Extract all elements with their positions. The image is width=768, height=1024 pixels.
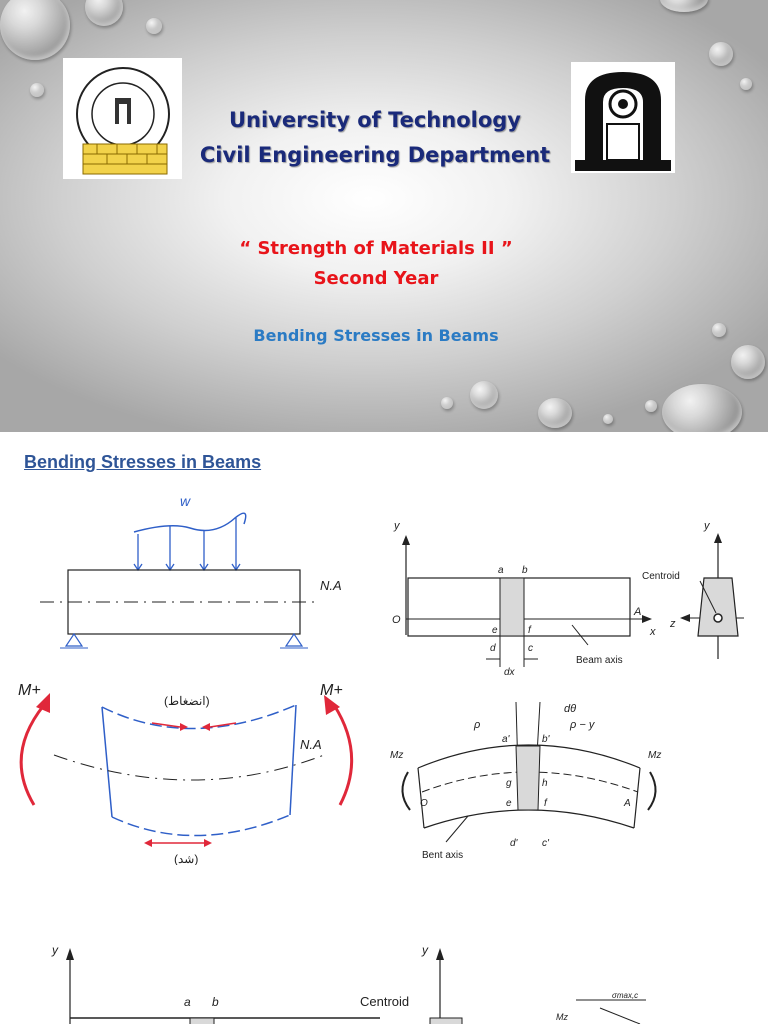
department-logo [63,58,182,179]
svg-text:ρ: ρ [473,719,480,731]
svg-text:dθ: dθ [564,703,576,715]
svg-text:b: b [522,565,528,576]
water-drop [603,414,613,424]
svg-text:Mz: Mz [556,1012,568,1022]
compression-note: (انضغاط) [164,694,210,708]
y-axis-label: y [393,520,401,532]
water-drop [470,381,498,409]
svg-text:a': a' [502,734,511,745]
department-name: Civil Engineering Department [199,143,551,167]
origin-label: O [392,614,401,626]
svg-text:d': d' [510,838,519,849]
title-slide: University of Technology Civil Engineeri… [0,0,768,432]
water-drop [645,400,657,412]
roller-support [284,632,304,647]
diagram-cross-section: y z Centroid [640,517,750,687]
sketch-bent-beam: M+ M+ N.A (انضغاط) (شد) [4,665,370,865]
university-name: University of Technology [228,108,521,132]
neutral-axis-label: N.A [320,578,342,593]
svg-text:Mz: Mz [648,750,661,761]
water-drop [712,323,726,337]
course-title: “ Strength of Materials II ” [239,238,513,259]
svg-text:d: d [490,643,496,654]
moment-arrow-left [19,704,46,806]
load-curve [133,512,247,533]
pin-support [64,632,84,647]
university-logo [571,62,675,173]
element-strip [499,577,525,637]
svg-text:A: A [623,798,631,809]
centroid-label: Centroid [642,571,680,582]
svg-text:ρ − y: ρ − y [569,719,596,731]
svg-text:c: c [528,643,533,654]
svg-text:z: z [669,618,676,630]
bent-element-strip [515,745,541,811]
x-axis-label: x [649,626,656,638]
svg-text:b: b [212,995,219,1009]
moment-arrow-right [332,704,354,806]
diagram-beam-element: y x O A a b e f d c dx Beam axis [388,517,668,687]
svg-text:y: y [421,943,429,957]
water-drop [740,78,752,90]
svg-text:e: e [506,798,512,809]
water-drop [660,0,708,12]
svg-text:a: a [184,995,191,1009]
svg-text:Mz: Mz [390,750,403,761]
moment-right-label: M+ [320,682,343,699]
svg-text:dx: dx [504,667,516,678]
svg-text:h: h [542,778,548,789]
svg-text:O: O [420,798,428,809]
beam-axis-label: Beam axis [576,655,623,666]
water-drop [662,384,742,432]
diagram-bent-beam: dθ Mz Mz ρ ρ − y a' b' g h e f O A d' c'… [388,692,688,867]
svg-text:f: f [528,625,532,636]
svg-text:c': c' [542,838,550,849]
svg-text:e: e [492,625,498,636]
svg-text:b': b' [542,734,551,745]
water-drop [146,18,162,34]
load-label: w [180,493,191,509]
centroid-label: Centroid [360,994,409,1009]
content-slide: Bending Stresses in Beams w N.A M+ M+ [0,432,768,1024]
diagram-bottom: y a b y Centroid σmax,c Mz [40,934,768,1024]
sketch-loaded-beam: w N.A [30,492,370,657]
water-drop [538,398,572,428]
water-drop [731,345,765,379]
course-year: Second Year [313,268,439,289]
water-drop [30,83,44,97]
water-drop [85,0,123,26]
water-drop [441,397,453,409]
water-drop [0,0,70,60]
lecture-topic: Bending Stresses in Beams [253,326,499,345]
svg-text:a: a [498,565,504,576]
svg-text:f: f [544,798,548,809]
centroid-marker [713,613,723,623]
end-label: A [633,606,641,618]
slide-heading: Bending Stresses in Beams [24,452,262,472]
water-drop [709,42,733,66]
tension-note: (شد) [174,852,198,865]
moment-left-label: M+ [18,682,41,699]
neutral-axis-label: N.A [300,737,322,752]
svg-text:σmax,c: σmax,c [612,991,638,1000]
svg-text:y: y [703,520,711,532]
svg-text:g: g [506,778,512,789]
bent-axis-label: Bent axis [422,850,463,861]
section-shape [697,577,739,637]
svg-text:y: y [51,943,59,957]
